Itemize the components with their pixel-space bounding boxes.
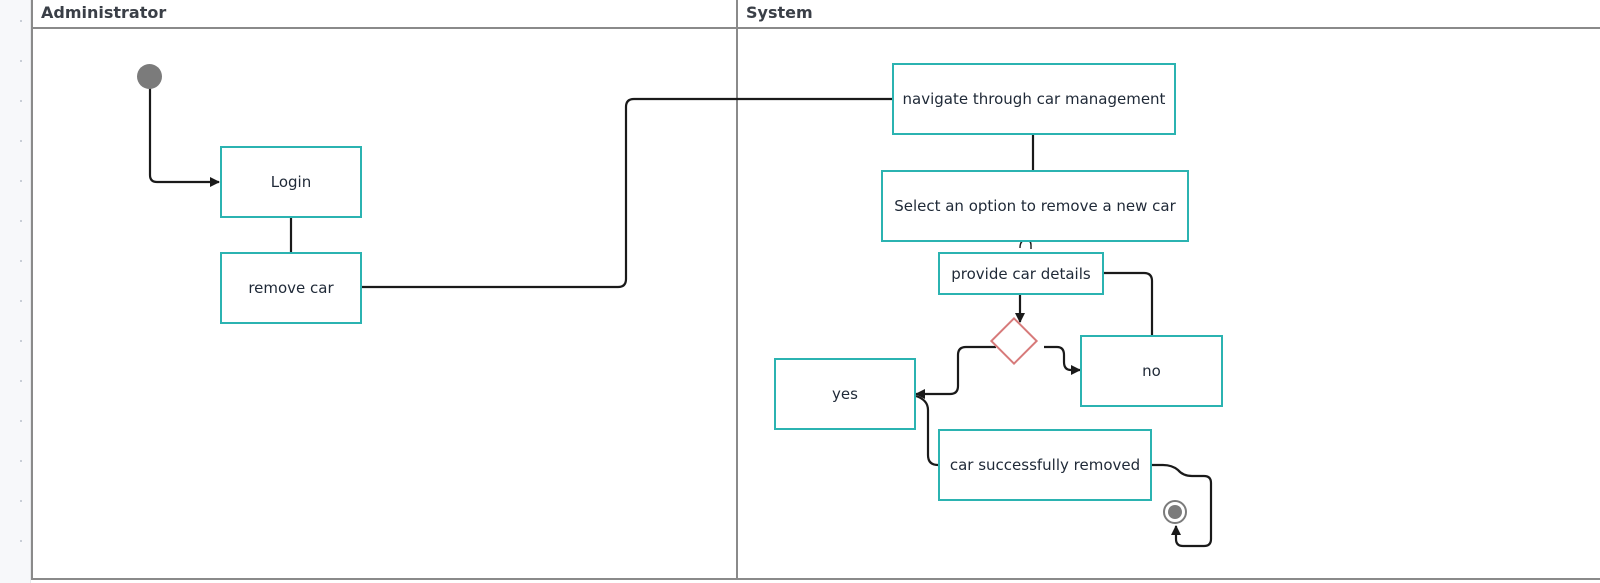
node-login[interactable]: Login	[220, 146, 362, 218]
lane-divider	[736, 0, 738, 580]
rail-marker	[20, 180, 22, 182]
rail-marker	[20, 100, 22, 102]
node-select-label: Select an option to remove a new car	[894, 197, 1176, 215]
edge-start-to-login[interactable]	[148, 88, 220, 187]
lane-header-administrator[interactable]: Administrator	[33, 0, 737, 29]
rail-marker	[20, 420, 22, 422]
rail-marker	[20, 540, 22, 542]
node-no[interactable]: no	[1080, 335, 1223, 407]
node-provide-details-label: provide car details	[951, 264, 1091, 283]
edge-decision-to-yes[interactable]	[915, 345, 996, 399]
node-success-label: car successfully removed	[949, 456, 1141, 474]
rail-marker	[20, 460, 22, 462]
left-rail	[0, 0, 31, 583]
node-yes[interactable]: yes	[774, 358, 916, 430]
node-select-remove-option[interactable]: Select an option to remove a new car	[881, 170, 1189, 242]
node-navigate-label: navigate through car management	[902, 90, 1166, 108]
edge-yes-to-success[interactable]	[915, 394, 940, 467]
rail-marker	[20, 380, 22, 382]
edge-decision-to-no[interactable]	[1044, 345, 1081, 375]
node-remove-car-label: remove car	[248, 279, 334, 297]
node-login-label: Login	[270, 173, 312, 191]
node-car-successfully-removed[interactable]: car successfully removed	[938, 429, 1152, 501]
rail-marker	[20, 220, 22, 222]
swimlane-frame	[31, 0, 1600, 580]
node-no-label: no	[1142, 362, 1161, 380]
lane-header-system[interactable]: System	[738, 0, 1600, 29]
rail-marker	[20, 260, 22, 262]
rail-marker	[20, 500, 22, 502]
edge-success-to-end[interactable]	[1151, 463, 1213, 548]
rail-marker	[20, 60, 22, 62]
rail-marker	[20, 340, 22, 342]
edge-remove-car-to-navigate[interactable]	[362, 97, 892, 289]
node-navigate-car-management[interactable]: navigate through car management	[892, 63, 1176, 135]
node-yes-label: yes	[832, 385, 858, 403]
rail-marker	[20, 300, 22, 302]
rail-marker	[20, 20, 22, 22]
end-node[interactable]	[1163, 500, 1187, 524]
edge-no-to-details[interactable]	[1104, 271, 1154, 335]
start-node[interactable]	[137, 64, 162, 89]
node-remove-car[interactable]: remove car	[220, 252, 362, 324]
node-provide-car-details[interactable]: provide car details	[938, 252, 1104, 295]
rail-marker	[20, 140, 22, 142]
